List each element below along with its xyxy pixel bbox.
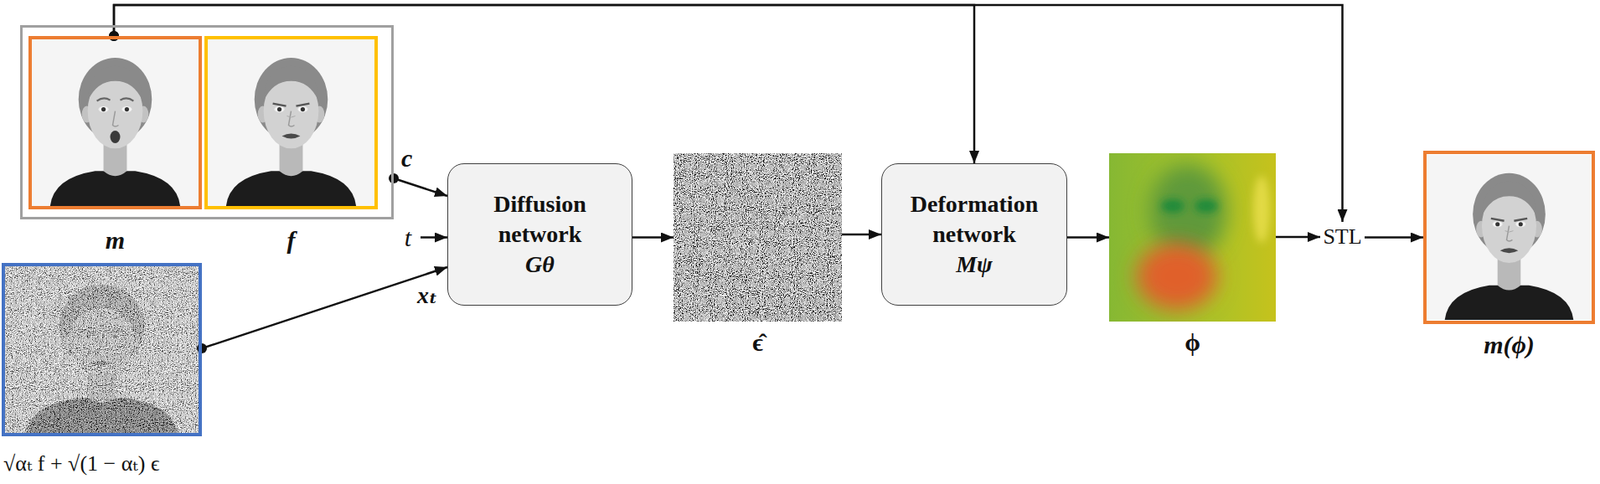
face-photo	[31, 39, 199, 207]
warped-image: m(ϕ)	[1423, 150, 1595, 325]
noisy-photo	[5, 266, 199, 434]
flow-arrow	[113, 5, 975, 164]
node-label: STL	[1322, 225, 1362, 250]
fixed-image: f	[204, 36, 378, 210]
process-box: Deformation networkMψ	[881, 163, 1068, 306]
flow-arrow	[1275, 236, 1321, 239]
flow-arrow	[420, 236, 448, 239]
expression	[1491, 218, 1528, 253]
moving-image: m	[28, 36, 202, 210]
flow-arrow	[1364, 236, 1424, 239]
face	[5, 266, 199, 434]
field-head	[1149, 164, 1227, 259]
node-label: Diffusion network	[466, 189, 614, 250]
input-pair-frame: cmf	[20, 25, 394, 220]
node-label: c	[401, 144, 413, 172]
node-label: Deformation network	[900, 189, 1048, 250]
node-label: ϕ	[1184, 328, 1201, 357]
junction-dot	[196, 343, 207, 354]
expression	[97, 98, 135, 144]
face	[31, 39, 199, 207]
face-photo	[207, 39, 375, 207]
face-photo	[1426, 154, 1592, 320]
noise-estimate-image: ϵ̂	[673, 153, 842, 322]
face	[207, 39, 375, 207]
flow-arrow	[201, 267, 448, 349]
field-streak	[1253, 175, 1270, 243]
flow-arrow	[632, 236, 674, 239]
process-box: Diffusion networkGθ	[447, 163, 633, 306]
deformation-field-image: ϕ	[1109, 153, 1276, 322]
edge-label: xₜ	[415, 283, 439, 310]
field-eye	[1194, 199, 1219, 213]
node-label: m	[105, 226, 125, 254]
node-label: m(ϕ)	[1483, 330, 1535, 359]
node-label: √αₜ f + √(1 − αₜ) ϵ	[3, 451, 160, 477]
stl-block: STL	[1320, 221, 1365, 253]
flow-arrow	[113, 5, 1343, 222]
junction-dot	[388, 173, 399, 184]
deformation-field	[1109, 153, 1276, 322]
noise-overlay	[5, 266, 199, 434]
face	[1426, 154, 1592, 320]
noise-field	[673, 153, 842, 322]
noisy-image: √αₜ f + √(1 − αₜ) ϵ	[1, 263, 202, 437]
field-ground	[1109, 153, 1276, 322]
flow-arrow	[393, 178, 448, 197]
node-label: f	[287, 226, 296, 254]
field-blob	[1136, 242, 1218, 310]
flow-arrow	[841, 233, 882, 237]
node-label: t	[404, 223, 412, 252]
node-symbol: Gθ	[525, 249, 555, 280]
field-eye	[1161, 199, 1185, 213]
node-symbol: Mψ	[955, 249, 993, 280]
flow-arrow	[1067, 236, 1110, 239]
expression	[273, 103, 310, 140]
node-label: ϵ̂	[752, 328, 764, 357]
timestep-label: t	[397, 221, 419, 253]
